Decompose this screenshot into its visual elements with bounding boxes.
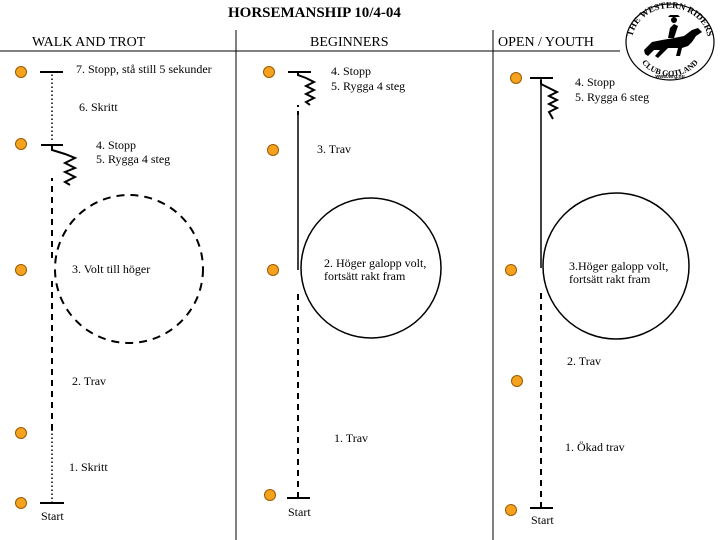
cone-marker <box>505 264 517 276</box>
cone-marker <box>15 427 27 439</box>
label-open-backup: 5. Rygga 6 steg <box>575 90 650 104</box>
cone-marker <box>15 66 27 78</box>
label-wt-stop-stand: 7. Stopp, stå still 5 sekunder <box>76 62 212 76</box>
label-wt-trot: 2. Trav <box>72 374 107 388</box>
cone-marker <box>263 66 275 78</box>
cone-marker <box>267 264 279 276</box>
cone-marker <box>15 138 27 150</box>
label-open-stop: 4. Stopp <box>575 75 616 89</box>
label-wt-backup: 5. Rygga 4 steg <box>96 152 171 166</box>
pattern-open-youth <box>530 77 690 509</box>
backup-zigzag <box>297 72 317 106</box>
label-open-extended-trot: 1. Ökad trav <box>565 440 625 454</box>
label-wt-walk-1: 1. Skritt <box>69 460 108 474</box>
pattern-walk-and-trot <box>40 71 204 504</box>
label-beg-backup: 5. Rygga 4 steg <box>331 79 406 93</box>
cone-marker <box>510 72 522 84</box>
backup-zigzag <box>51 145 78 186</box>
cone-marker <box>15 264 27 276</box>
cone-marker <box>267 144 279 156</box>
label-wt-start: Start <box>41 509 64 523</box>
label-open-continue: fortsätt rakt fram <box>569 272 651 286</box>
label-open-start: Start <box>531 513 554 527</box>
pattern-beginners <box>287 71 442 499</box>
volt-circle <box>54 194 204 344</box>
label-open-trot-2: 2. Trav <box>567 354 602 368</box>
label-beg-stop: 4. Stopp <box>331 64 372 78</box>
page-title: HORSEMANSHIP 10/4-04 <box>228 5 401 21</box>
label-beg-lope-volt: 2. Höger galopp volt, <box>324 256 427 270</box>
label-wt-volt: 3. Volt till höger <box>72 262 151 276</box>
label-beg-trot-1: 1. Trav <box>334 431 369 445</box>
label-wt-walk-6: 6. Skritt <box>79 100 118 114</box>
cones-group <box>15 66 523 516</box>
label-beg-continue: fortsätt rakt fram <box>324 269 406 283</box>
cone-marker <box>511 375 523 387</box>
label-wt-stop: 4. Stopp <box>96 138 137 152</box>
label-beg-start: Start <box>288 505 311 519</box>
logo-url: www.wrg.nu <box>654 74 684 80</box>
cone-marker <box>264 489 276 501</box>
label-open-lope-volt: 3.Höger galopp volt, <box>569 259 669 273</box>
header-beginners: BEGINNERS <box>310 35 389 50</box>
header-open-youth: OPEN / YOUTH <box>498 35 594 50</box>
backup-zigzag <box>540 80 560 120</box>
lope-circle <box>300 197 442 339</box>
cone-marker <box>505 504 517 516</box>
label-beg-trot-3: 3. Trav <box>317 142 352 156</box>
club-logo: THE WESTERN RIDERS CLUB GOTLAND www.wrg.… <box>625 2 715 81</box>
header-walk-and-trot: WALK AND TROT <box>32 35 146 50</box>
cone-marker <box>15 497 27 509</box>
lope-circle <box>542 192 690 340</box>
horse-rider-icon <box>644 15 702 58</box>
